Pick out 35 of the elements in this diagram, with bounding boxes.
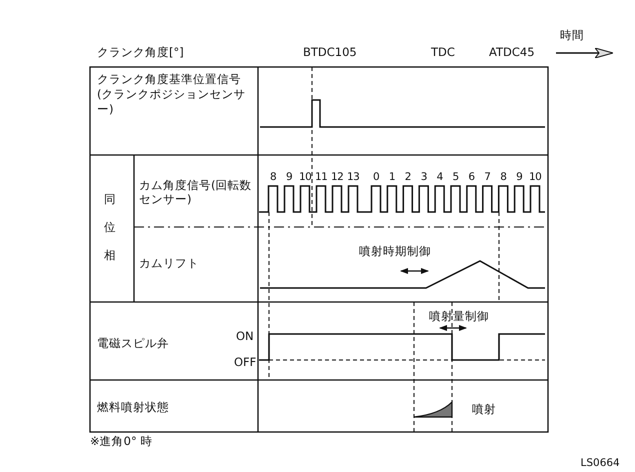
annotation: 噴射量制御: [429, 309, 489, 323]
figure-code: LS0664: [580, 456, 620, 470]
state-label: OFF: [234, 355, 256, 369]
pulse-number: 6: [468, 170, 475, 184]
pulse-number: 9: [516, 170, 522, 184]
pulse-number: 7: [484, 170, 490, 184]
axis-label: クランク角度[°]: [97, 45, 184, 59]
pulse-number: 11: [315, 170, 328, 184]
footnote: ※進角0° 時: [90, 434, 152, 448]
axis-label: 時間: [560, 28, 584, 42]
pulse-number: 10: [299, 170, 312, 184]
row-label: クランク角度基準位置信号(クランクポジションセンサー): [97, 72, 246, 117]
row-label: カム角度信号(回転数センサー): [139, 178, 252, 206]
axis-label: TDC: [431, 45, 455, 59]
pulse-number: 3: [420, 170, 427, 184]
row-label: 電磁スピル弁: [97, 336, 169, 350]
pulse-number: 5: [452, 170, 459, 184]
pulse-number: 8: [500, 170, 506, 184]
pulse-number: 2: [404, 170, 411, 184]
row-label: カムリフト: [139, 256, 199, 270]
pulse-number: 13: [347, 170, 360, 184]
pulse-number: 9: [286, 170, 292, 184]
pulse-number: 8: [270, 170, 276, 184]
pulse-number: 4: [436, 170, 443, 184]
pulse-number: 0: [373, 170, 380, 184]
pulse-number: 10: [529, 170, 542, 184]
axis-label: BTDC105: [303, 45, 357, 59]
annotation: 噴射時期制御: [359, 244, 431, 258]
annotation: 噴射: [472, 402, 496, 416]
row-label: 燃料噴射状態: [97, 400, 169, 414]
pulse-number: 12: [331, 170, 344, 184]
row-label: 同位相: [104, 191, 117, 264]
pulse-number: 1: [388, 170, 396, 184]
axis-label: ATDC45: [489, 45, 535, 59]
state-label: ON: [236, 329, 254, 343]
